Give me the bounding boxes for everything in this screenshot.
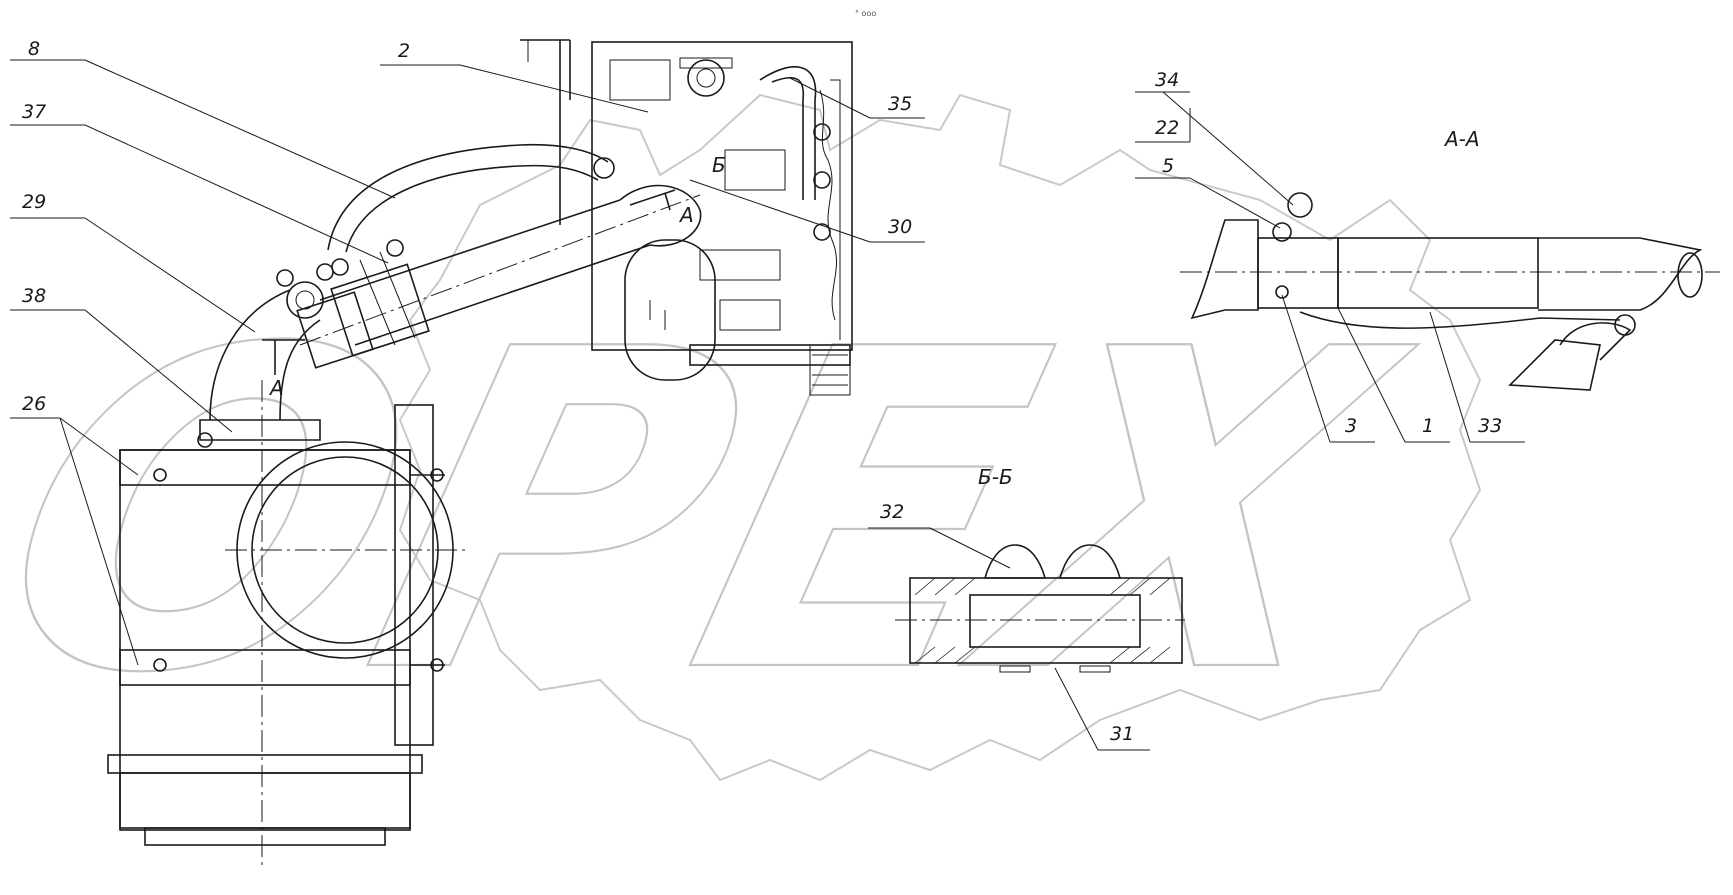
callout-35: 35 bbox=[888, 93, 912, 115]
section-bb-view: Б-Б bbox=[895, 465, 1185, 673]
callout-37: 37 bbox=[22, 101, 46, 123]
callout-30: 30 bbox=[888, 216, 912, 238]
callout-34: 34 bbox=[1155, 69, 1179, 91]
callout-1: 1 bbox=[1422, 415, 1434, 437]
callout-33: 33 bbox=[1478, 415, 1502, 437]
hose-8 bbox=[327, 143, 615, 253]
leader-lines bbox=[10, 40, 1525, 751]
callout-26: 26 bbox=[22, 393, 46, 415]
engine-outline bbox=[591, 41, 853, 351]
header-mark: ° ooo bbox=[855, 9, 876, 18]
elbow-29 bbox=[197, 263, 334, 448]
section-bb-title: Б-Б bbox=[978, 465, 1013, 489]
cut-marks: А А Б bbox=[262, 153, 726, 400]
callout-5: 5 bbox=[1162, 155, 1174, 177]
watermark-gear-outline bbox=[398, 93, 1482, 782]
cut-mark-a-left: А bbox=[268, 376, 284, 400]
section-aa-title: А-А bbox=[1443, 127, 1480, 151]
callout-3: 3 bbox=[1345, 415, 1357, 437]
callout-32: 32 bbox=[880, 501, 904, 523]
callout-38: 38 bbox=[22, 285, 46, 307]
watermark-text: OPEX bbox=[0, 257, 1440, 769]
hatching bbox=[914, 577, 1171, 664]
callout-labels: 8 2 37 29 38 26 35 30 34 22 5 3 1 33 32 … bbox=[22, 38, 1502, 745]
engine-block bbox=[520, 39, 853, 396]
pipe-37 bbox=[296, 184, 702, 369]
callout-22: 22 bbox=[1155, 117, 1179, 139]
callout-8: 8 bbox=[28, 38, 40, 60]
callout-29: 29 bbox=[22, 191, 46, 213]
section-aa-view: А-А bbox=[1180, 127, 1720, 391]
cut-mark-a-right: А bbox=[678, 203, 694, 227]
cut-mark-b: Б bbox=[712, 153, 726, 177]
air-filter bbox=[107, 380, 465, 865]
callout-2: 2 bbox=[398, 40, 410, 62]
callout-31: 31 bbox=[1110, 723, 1134, 745]
